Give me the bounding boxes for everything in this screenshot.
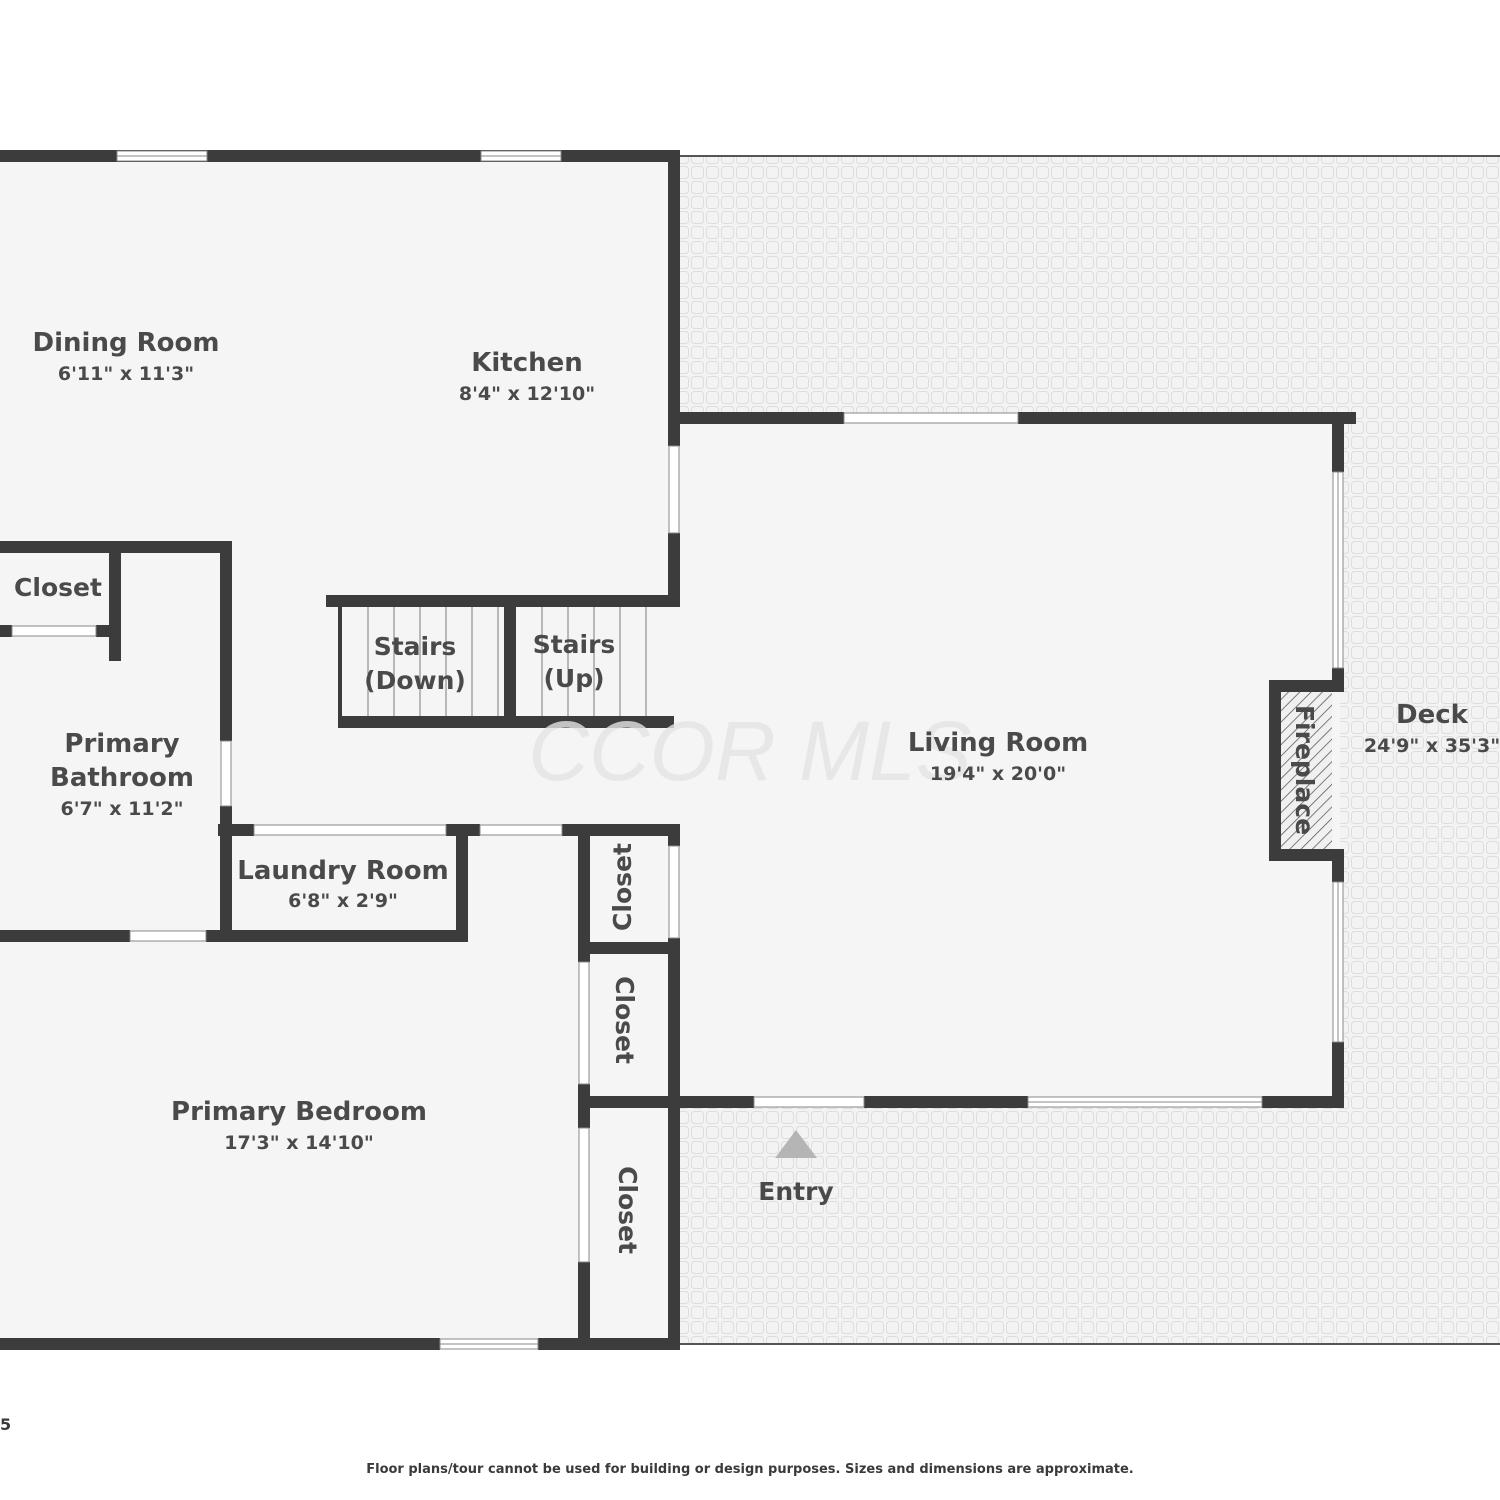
fireplace-hearth [1281, 692, 1332, 849]
primary-bathroom-name-line2: Bathroom [50, 763, 194, 793]
stairs-up-label-line2: (Up) [543, 664, 604, 693]
closet-label-upper: Closet [608, 843, 637, 931]
dining-room-name: Dining Room [33, 328, 220, 358]
interior-floor [0, 156, 1340, 1344]
fireplace-label: Fireplace [1290, 705, 1319, 835]
living-room-dims: 19'4" x 20'0" [930, 763, 1066, 785]
disclaimer-footer: Floor plans/tour cannot be used for buil… [366, 1462, 1134, 1477]
bathroom-closet-label: Closet [14, 573, 102, 602]
stairs-up-label-line1: Stairs [533, 630, 616, 659]
primary-bedroom-name: Primary Bedroom [171, 1097, 427, 1127]
laundry-room-dims: 6'8" x 2'9" [288, 890, 398, 912]
page-mark: 5 [0, 1415, 12, 1434]
windows [11, 150, 1344, 1350]
deck-dims: 24'9" x 35'3" [1364, 735, 1500, 757]
deck-name: Deck [1396, 700, 1469, 730]
entry-arrow-icon [775, 1130, 817, 1158]
stairs-down-label-line2: (Down) [364, 666, 466, 695]
watermark: CCOR MLS [528, 704, 971, 798]
closet-label-middle: Closet [610, 976, 639, 1064]
primary-bathroom-dims: 6'7" x 11'2" [60, 798, 183, 820]
primary-bedroom-dims: 17'3" x 14'10" [224, 1132, 373, 1154]
living-room-name: Living Room [908, 728, 1088, 758]
stairs-treads [367, 607, 647, 716]
laundry-room-name: Laundry Room [237, 856, 448, 886]
entry-label: Entry [758, 1177, 833, 1206]
stairs-down-label-line1: Stairs [374, 632, 457, 661]
primary-bathroom-name-line1: Primary [64, 729, 179, 759]
kitchen-dims: 8'4" x 12'10" [459, 383, 595, 405]
dining-room-dims: 6'11" x 11'3" [58, 363, 194, 385]
kitchen-name: Kitchen [471, 348, 583, 378]
closet-label-lower: Closet [613, 1166, 642, 1254]
